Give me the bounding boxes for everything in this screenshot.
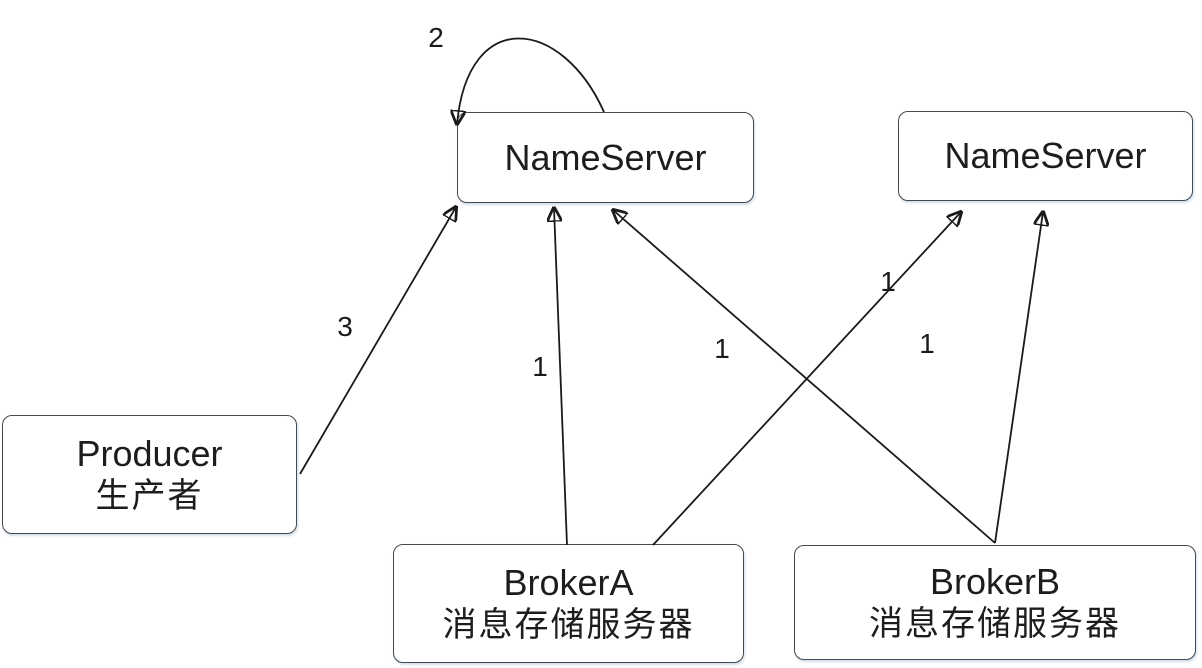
edge-broker-b-to-nameserver-left-arrow: [613, 210, 996, 544]
node-broker-a: BrokerA 消息存储服务器: [393, 544, 744, 663]
node-broker-b-label: BrokerB: [929, 560, 1061, 602]
edge-broker-b-to-nameserver-right-arrow: [994, 212, 1043, 544]
node-nameserver-left-label: NameServer: [504, 136, 707, 178]
node-producer-sublabel: 生产者: [95, 476, 204, 515]
node-broker-a-label: BrokerA: [503, 561, 634, 603]
node-broker-b-sublabel: 消息存储服务器: [869, 604, 1121, 643]
edge-label-broker-a-to-nameserver-right: 1: [880, 266, 896, 297]
node-nameserver-right: NameServer: [898, 111, 1193, 201]
node-producer: Producer 生产者: [2, 415, 297, 534]
edge-broker-a-to-nameserver-right-arrow: [652, 212, 961, 546]
edge-broker-a-to-nameserver-left-arrow: [554, 208, 568, 546]
node-broker-b: BrokerB 消息存储服务器: [794, 545, 1196, 660]
edge-label-broker-b-to-nameserver-left: 1: [714, 333, 730, 364]
edge-label-broker-a-to-nameserver-left: 1: [532, 351, 548, 382]
edge-label-broker-b-to-nameserver-right: 1: [919, 328, 935, 359]
edge-producer-to-nameserver-left-arrow: [299, 207, 456, 475]
edge-label-nameserver-self-loop: 2: [428, 22, 444, 53]
node-producer-label: Producer: [76, 432, 223, 474]
node-broker-a-sublabel: 消息存储服务器: [442, 605, 695, 644]
edge-label-producer-to-nameserver-left: 3: [337, 311, 353, 342]
node-nameserver-right-label: NameServer: [944, 135, 1147, 177]
node-nameserver-left: NameServer: [457, 112, 754, 203]
